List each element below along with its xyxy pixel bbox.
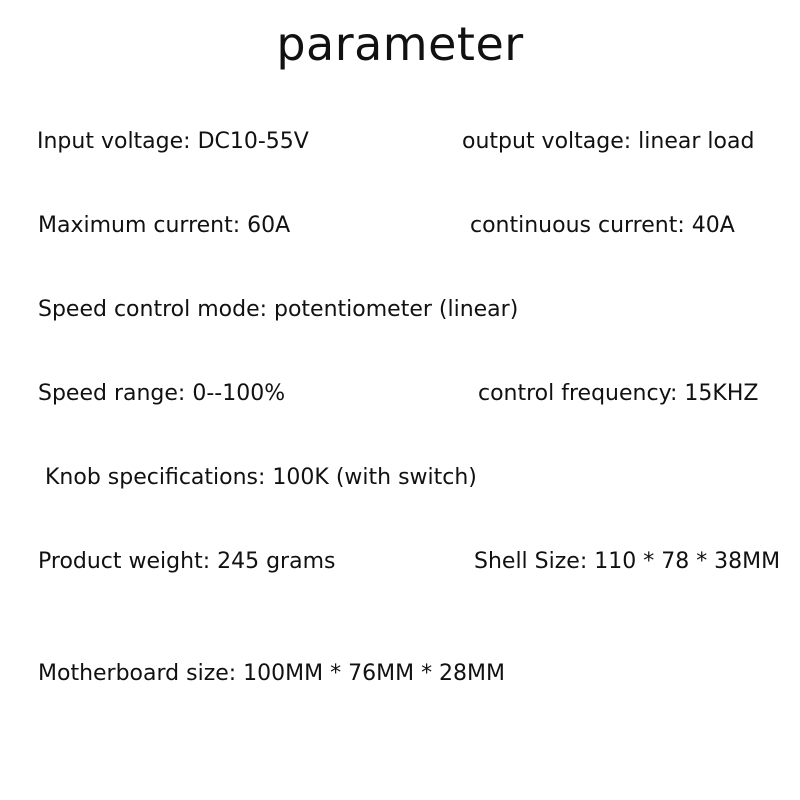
shell-size-spec: Shell Size: 110 * 78 * 38MM <box>474 549 781 574</box>
maximum-current-spec: Maximum current: 60A <box>38 213 291 238</box>
input-voltage-spec: Input voltage: DC10-55V <box>37 129 309 154</box>
continuous-current-spec: continuous current: 40A <box>470 213 735 238</box>
output-voltage-spec: output voltage: linear load <box>462 129 755 154</box>
motherboard-size-spec: Motherboard size: 100MM * 76MM * 28MM <box>38 661 506 686</box>
knob-specifications-spec: Knob specifications: 100K (with switch) <box>45 465 477 490</box>
speed-control-mode-spec: Speed control mode: potentiometer (linea… <box>38 297 519 322</box>
page-title: parameter <box>276 17 524 71</box>
speed-range-spec: Speed range: 0--100% <box>38 381 286 406</box>
product-weight-spec: Product weight: 245 grams <box>38 549 336 574</box>
control-frequency-spec: control frequency: 15KHZ <box>478 381 759 406</box>
